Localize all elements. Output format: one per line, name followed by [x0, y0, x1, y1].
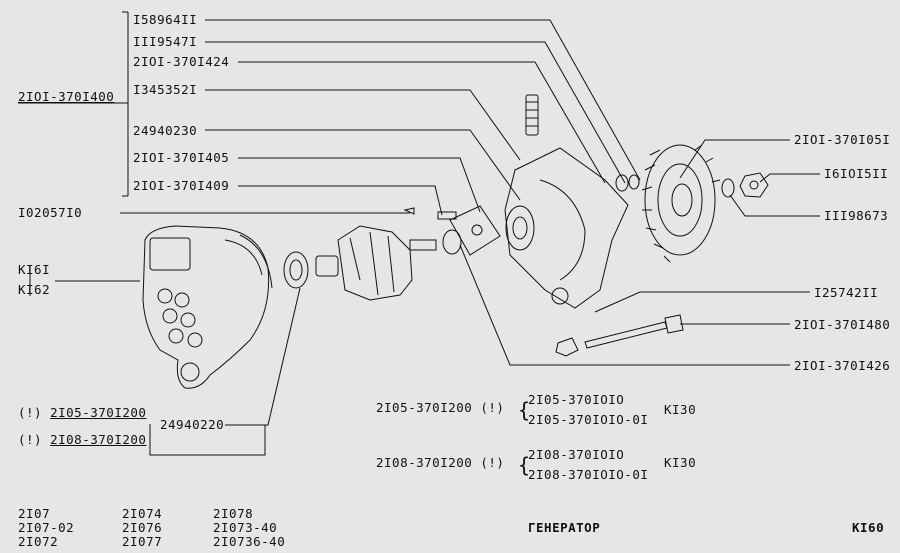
part-number-label: 2IOI-370I405	[133, 150, 230, 165]
rotor	[315, 225, 437, 301]
variant-sub-number: 2I05-370IOIO-0I	[528, 412, 649, 427]
variant-main-number: 2I05-370I200 (!)	[376, 400, 505, 415]
brace: {	[518, 453, 531, 477]
page-number: KI60	[852, 520, 885, 535]
model-code: 2I074	[122, 506, 163, 521]
part-number-label: I58964II	[133, 12, 198, 27]
leader-lines	[29, 19, 820, 456]
variant-sub-number: 2I08-370IOIO-0I	[528, 467, 649, 482]
part-number-label: III9547I	[133, 34, 198, 49]
alt-assembly-number: 2I08-370I200	[50, 432, 147, 447]
page-title: ГЕНЕРАТОР	[528, 520, 601, 535]
reference-code-label: KI6I	[18, 262, 51, 277]
alt-assembly-number: 2I05-370I200	[50, 405, 147, 420]
part-number-label: III98673	[824, 208, 889, 223]
assembly-part-number: 2IOI-370I400	[18, 89, 115, 104]
reference-code-label: KI30	[664, 455, 697, 470]
model-code: 2I07-02	[18, 520, 75, 535]
brush-plate	[442, 205, 501, 256]
model-code: 2I072	[18, 534, 59, 549]
brace: {	[518, 398, 531, 422]
alternator-housing	[142, 225, 273, 389]
long-bolt	[555, 314, 684, 357]
fan-pulley	[641, 144, 721, 263]
variant-note: (!) 2I05-370I200	[18, 405, 147, 420]
part-number-label: 2IOI-370I424	[133, 54, 230, 69]
part-number-label: 2IOI-370I05I	[794, 132, 891, 147]
model-code: 2I078	[213, 506, 254, 521]
variant-sub-number: 2I08-370IOIO	[528, 447, 625, 462]
washers	[615, 174, 640, 192]
part-number-label: 24940230	[133, 123, 198, 138]
variant-main-number: 2I08-370I200 (!)	[376, 455, 505, 470]
part-number-label: I345352I	[133, 82, 198, 97]
variant-sub-number: 2I05-370IOIO	[528, 392, 625, 407]
part-number-label: 2IOI-370I409	[133, 178, 230, 193]
assembly-bracket	[18, 11, 129, 197]
part-number-label: I25742II	[814, 285, 879, 300]
part-number-label: 2IOI-370I480	[794, 317, 891, 332]
reference-code-label: KI30	[664, 402, 697, 417]
part-number-label: I6IOI5II	[824, 166, 889, 181]
model-code: 2I076	[122, 520, 163, 535]
small-screw	[403, 207, 457, 220]
part-number-label: 2IOI-370I426	[794, 358, 891, 373]
part-number-label: I02057I0	[18, 205, 83, 220]
model-code: 2I0736-40	[213, 534, 286, 549]
variant-note: (!) 2I08-370I200	[18, 432, 147, 447]
model-code: 2I07	[18, 506, 51, 521]
model-code: 2I073-40	[213, 520, 278, 535]
model-code: 2I077	[122, 534, 163, 549]
stud	[525, 94, 539, 136]
nut-washer	[721, 172, 769, 198]
part-number-label: 24940220	[160, 417, 225, 432]
front-cover	[504, 147, 629, 309]
reference-code-label: KI62	[18, 282, 51, 297]
bearing	[283, 251, 309, 289]
